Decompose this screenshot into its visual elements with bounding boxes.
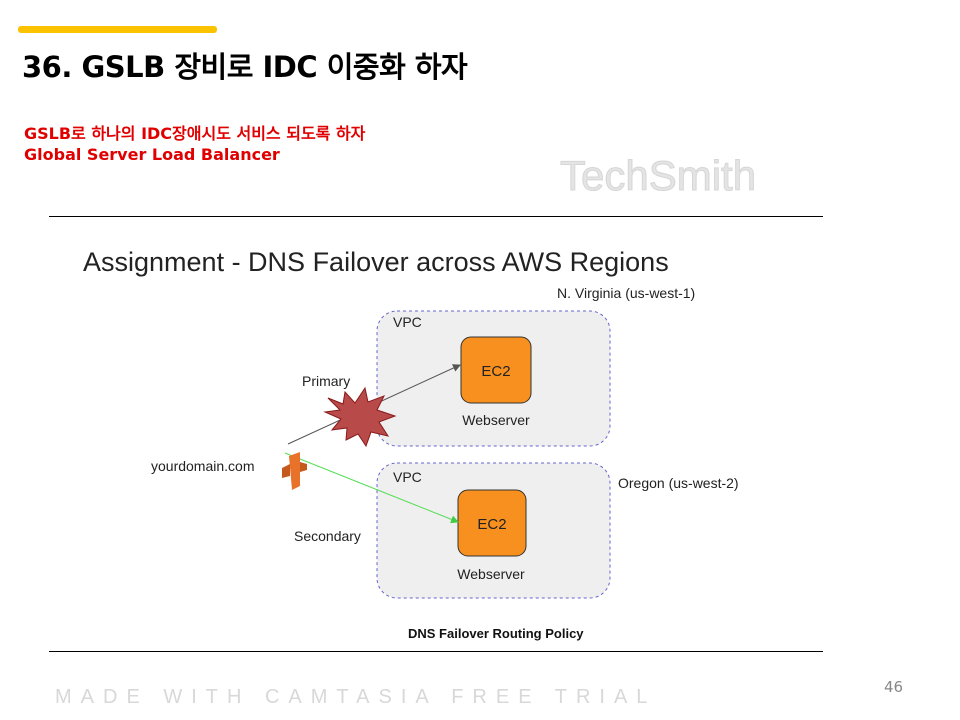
diagram-caption: DNS Failover Routing Policy — [408, 626, 584, 641]
ec2-primary — [460, 336, 532, 404]
accent-bar — [18, 26, 217, 33]
webserver-label-primary: Webserver — [462, 412, 530, 428]
watermark-logo: TechSmith — [560, 152, 756, 199]
webserver-label-secondary: Webserver — [457, 566, 525, 582]
subtitle-korean: GSLB로 하나의 IDC장애시도 서비스 되도록 하자 — [24, 124, 366, 143]
secondary-label: Secondary — [294, 528, 361, 544]
page-number: 46 — [884, 678, 904, 696]
region-virginia: N. Virginia (us-west-1) — [557, 285, 695, 301]
secondary-arrow — [284, 452, 459, 524]
region-oregon: Oregon (us-west-2) — [618, 475, 739, 491]
failure-starburst-icon — [323, 386, 397, 448]
domain-label: yourdomain.com — [151, 458, 255, 474]
slide-title: 36. GSLB 장비로 IDC 이중화 하자 — [22, 50, 468, 84]
primary-label: Primary — [302, 373, 350, 389]
route53-icon — [282, 452, 307, 490]
bottom-divider — [49, 651, 823, 652]
vpc-label-secondary: VPC — [393, 469, 422, 485]
vpc-label-primary: VPC — [393, 314, 422, 330]
subtitle-english: Global Server Load Balancer — [24, 145, 280, 164]
ec2-label-primary: EC2 — [481, 363, 510, 380]
ec2-label-secondary: EC2 — [477, 516, 506, 533]
top-divider — [49, 216, 823, 217]
diagram-heading: Assignment - DNS Failover across AWS Reg… — [83, 247, 669, 277]
watermark-banner: MADE WITH CAMTASIA FREE TRIAL — [55, 686, 656, 708]
